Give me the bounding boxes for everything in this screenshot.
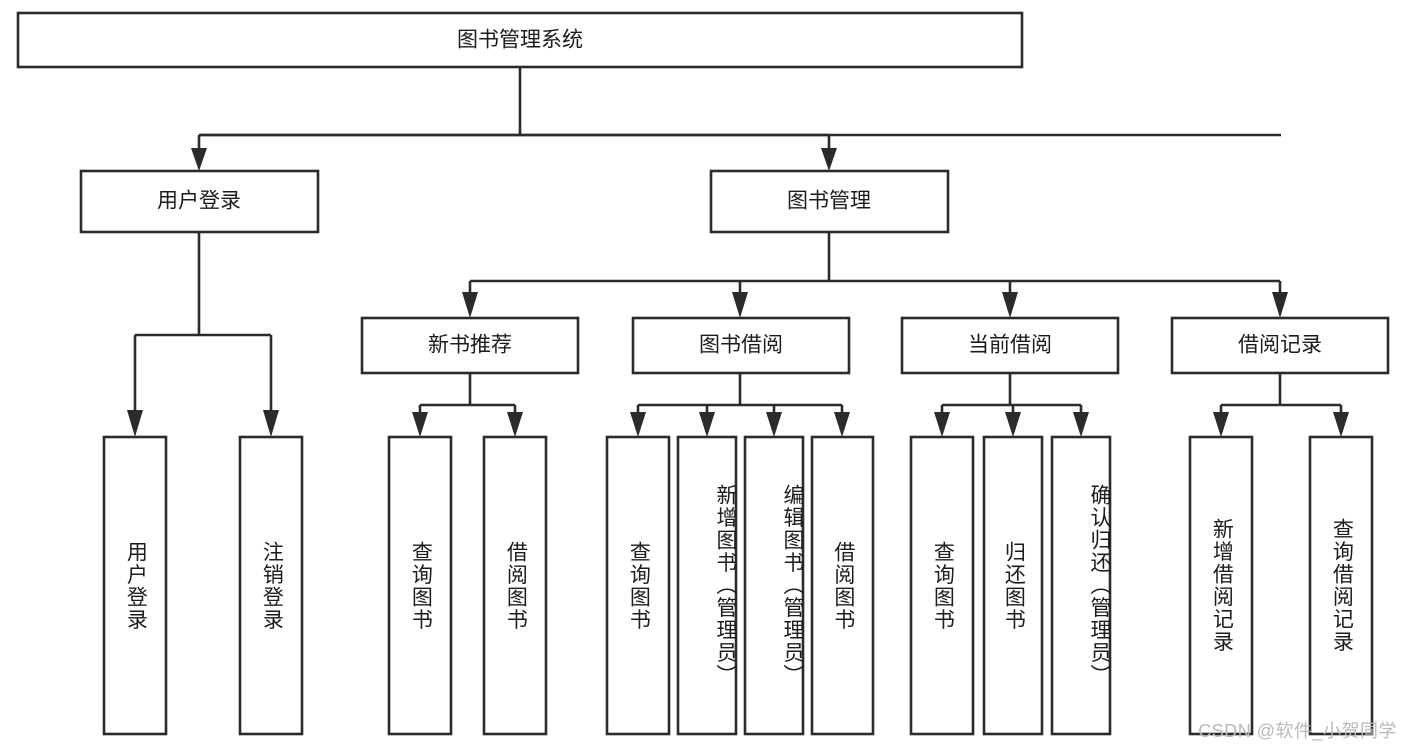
leaf-box-edit-book-admin[interactable] bbox=[743, 435, 805, 736]
node-current-borrow[interactable]: 当前借阅 bbox=[900, 316, 1120, 375]
leaf-boxes bbox=[102, 435, 1374, 736]
leaf-box-return-book[interactable] bbox=[982, 435, 1044, 736]
node-borrow-records[interactable]: 借阅记录 bbox=[1170, 316, 1390, 375]
node-user-login[interactable]: 用户登录 bbox=[79, 169, 320, 234]
node-book-borrow[interactable]: 图书借阅 bbox=[631, 316, 851, 375]
node-borrow-records-label: 借阅记录 bbox=[1238, 334, 1322, 357]
leaf-box-query-book-2[interactable] bbox=[605, 435, 671, 736]
node-book-management-label: 图书管理 bbox=[787, 190, 871, 213]
node-user-login-label: 用户登录 bbox=[157, 190, 241, 213]
node-book-management[interactable]: 图书管理 bbox=[709, 169, 950, 234]
leaf-box-logout[interactable] bbox=[238, 435, 304, 736]
connector-book-mgmt-to-level3 bbox=[462, 232, 1288, 318]
connector-user-login-to-leaves bbox=[127, 232, 279, 437]
leaf-box-borrow-book-2[interactable] bbox=[810, 435, 875, 736]
connector-borrow-to-leaves bbox=[630, 373, 850, 437]
connector-new-book-to-leaves bbox=[412, 373, 523, 437]
node-current-borrow-label: 当前借阅 bbox=[968, 334, 1052, 357]
leaf-box-add-book-admin[interactable] bbox=[676, 435, 738, 736]
leaf-box-query-book-3[interactable] bbox=[909, 435, 975, 736]
leaf-box-confirm-return[interactable] bbox=[1050, 435, 1112, 736]
leaf-box-add-record[interactable] bbox=[1188, 435, 1254, 736]
node-new-book-recommend-label: 新书推荐 bbox=[428, 334, 512, 357]
connector-current-borrow-to-leaves bbox=[934, 373, 1089, 437]
node-root-system[interactable]: 图书管理系统 bbox=[16, 11, 1024, 69]
node-book-borrow-label: 图书借阅 bbox=[699, 334, 783, 357]
leaf-box-borrow-book-1[interactable] bbox=[482, 435, 548, 736]
leaf-box-user-login[interactable] bbox=[102, 435, 168, 736]
connector-records-to-leaves bbox=[1213, 373, 1349, 437]
leaf-box-query-book-1[interactable] bbox=[387, 435, 453, 736]
connector-root-to-level2 bbox=[191, 67, 1281, 171]
node-new-book-recommend[interactable]: 新书推荐 bbox=[360, 316, 580, 375]
csdn-watermark: CSDN @软件_小贺同学 bbox=[1198, 721, 1397, 741]
node-root-system-label: 图书管理系统 bbox=[457, 29, 583, 52]
leaf-box-query-record[interactable] bbox=[1308, 435, 1374, 736]
